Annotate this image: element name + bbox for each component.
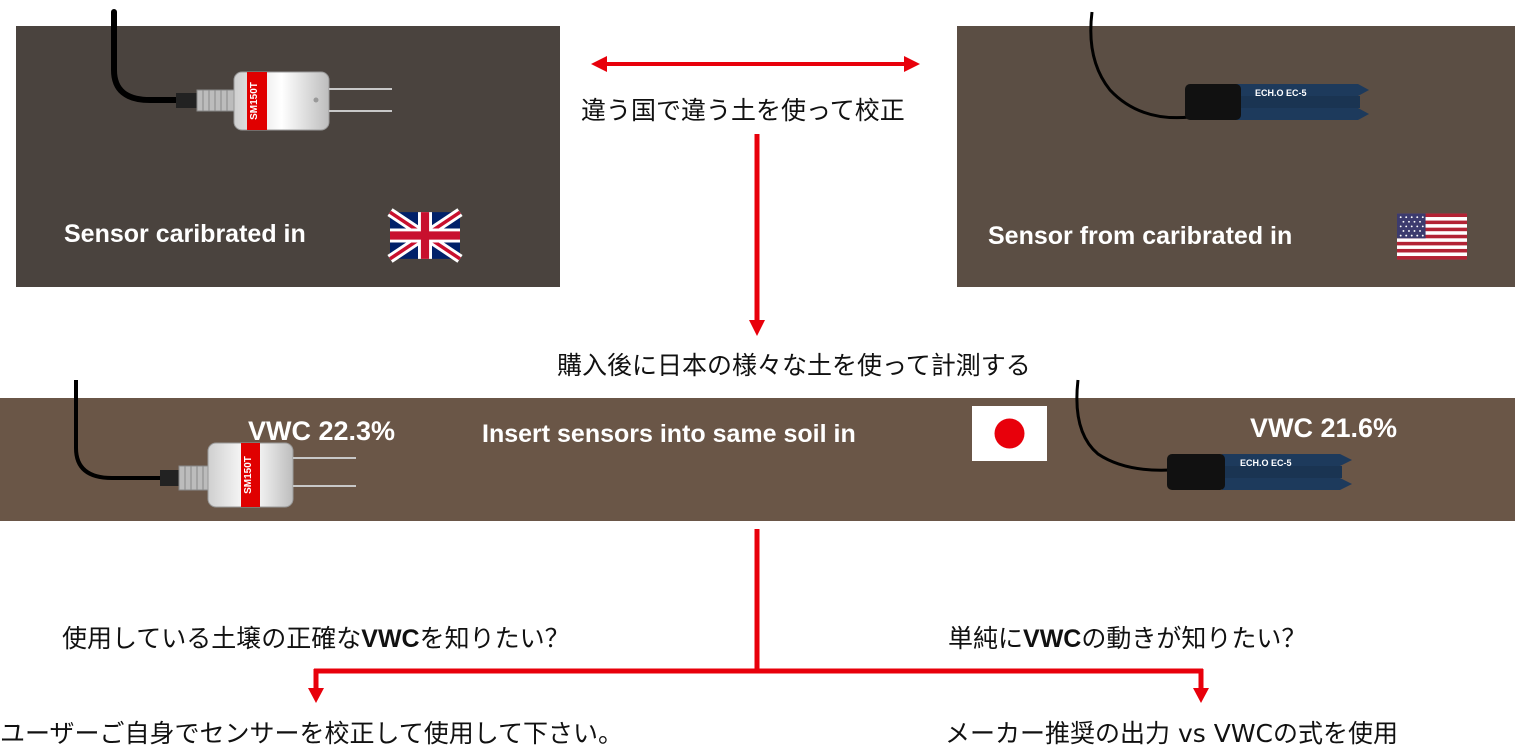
question-right: 単純にVWCの動きが知りたい？ [948, 619, 1306, 655]
uk-flag-icon [387, 208, 463, 263]
ec5-label-top: ECH.O [1255, 88, 1284, 98]
us-flag-icon [1397, 213, 1467, 260]
sm150t-label-top: SM150T [249, 82, 260, 120]
answer-left: ユーザーご自身でセンサーを校正して使用して下さい。 [0, 719, 624, 748]
calibration-caption: 違う国で違う土を使って校正 [581, 96, 905, 125]
question-right-post: の動きが知りたい？ [1081, 624, 1307, 653]
sm150t-sensor-top: SM150T [111, 9, 392, 131]
ec5-sensor-soil: ECH.O EC-5 [1075, 379, 1352, 490]
question-right-pre: 単純に [948, 624, 1024, 653]
decision-branch [308, 529, 1209, 703]
compare-double-arrow [591, 56, 920, 72]
left-vwc-reading: VWC 22.3% [248, 416, 396, 446]
measurement-caption: 購入後に日本の様々な土を使って計測する [557, 351, 1031, 380]
down-arrow-top [749, 134, 765, 336]
soil-band-title: Insert sensors into same soil in [482, 420, 856, 448]
uk-sensor-panel [16, 26, 560, 287]
right-vwc-reading: VWC 21.6% [1250, 413, 1398, 443]
uk-panel-label: Sensor caribrated in [64, 220, 306, 248]
question-left-post: を知りたい？ [419, 624, 570, 653]
ec5-model-top: EC-5 [1286, 88, 1307, 98]
us-panel-label: Sensor from caribrated in [988, 222, 1293, 250]
question-left-vwc: VWC [361, 625, 420, 653]
ec5-label-soil: ECH.O [1240, 458, 1269, 468]
japan-flag-icon [972, 406, 1047, 461]
question-left: 使用している土壌の正確なVWCを知りたい？ [62, 619, 570, 655]
sm150t-label-soil: SM150T [243, 456, 254, 494]
question-left-pre: 使用している土壌の正確な [62, 624, 362, 653]
question-right-vwc: VWC [1023, 625, 1082, 653]
answer-right: メーカー推奨の出力 vs VWCの式を使用 [945, 719, 1398, 748]
ec5-model-soil: EC-5 [1271, 458, 1292, 468]
ec5-sensor-top: ECH.O EC-5 [1089, 11, 1369, 120]
sm150t-sensor-soil: SM150T [74, 380, 356, 508]
